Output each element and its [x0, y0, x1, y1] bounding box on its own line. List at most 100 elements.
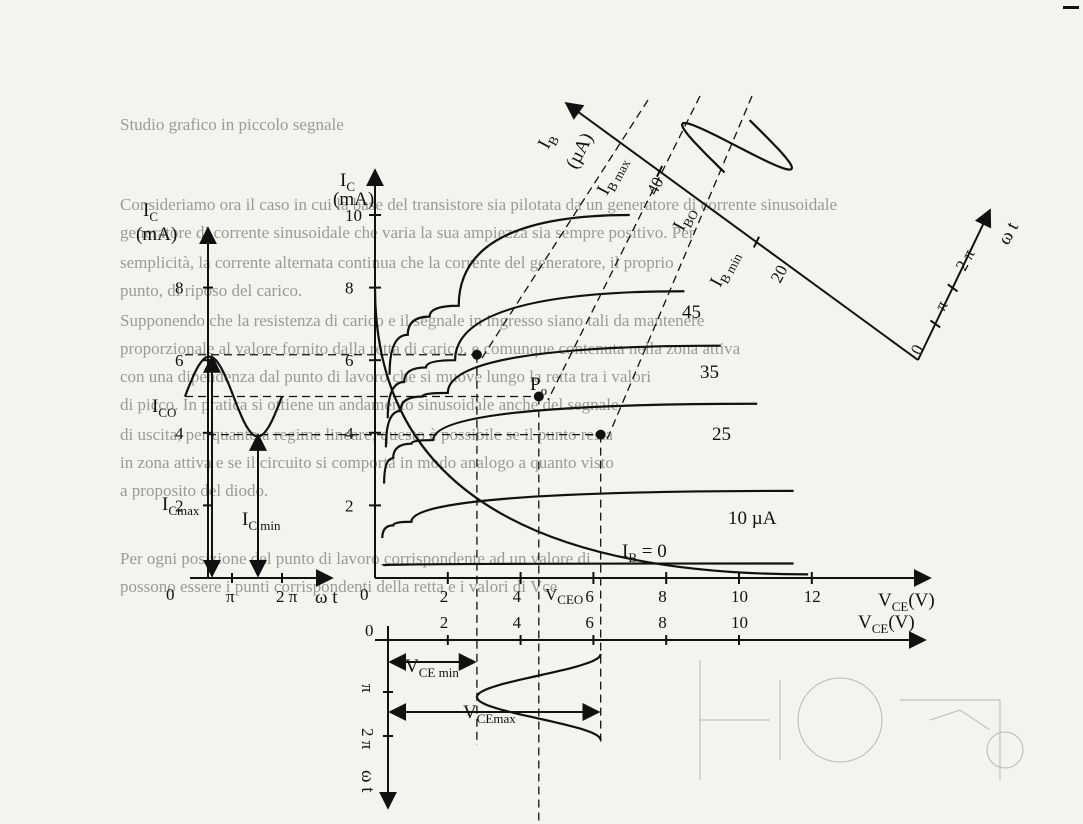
ic-axis-label: IC [340, 170, 355, 194]
bottom-vce-tick-label: 10 [731, 613, 748, 632]
ic-tick-label: 2 [345, 496, 354, 515]
ib-time-tick-2pi: 2 π [952, 246, 979, 274]
vce-tick-label: 12 [804, 587, 821, 606]
ib-tick-40: 40 [643, 174, 668, 198]
curve-label: 25 [712, 424, 731, 445]
ibmax-label: IB max [593, 152, 634, 200]
vceo-label: VCEO [545, 585, 583, 607]
left-ic-tick-label: 8 [175, 279, 184, 298]
output-chart-curves: 10 µA 25 35 45 IB = 0 [373, 213, 809, 576]
vce-tick-label: 2 [440, 587, 449, 606]
ic-tick-label: 10 [345, 206, 362, 225]
left-ic-label: IC [143, 200, 158, 224]
background-text-line: Supponendo che la resistenza di carico e… [120, 311, 704, 330]
ibmin-label: IB min [706, 246, 745, 292]
bottom-time-tick-label: 2 π [358, 728, 377, 750]
background-text-line: Consideriamo ora il caso in cui la base … [120, 195, 837, 214]
ib-tick-20: 20 [767, 262, 792, 286]
background-text-line: possono essere i punti corrispondenti de… [120, 577, 557, 596]
q-point-label: Po [530, 374, 547, 398]
bottom-vce-tick-label: 4 [513, 613, 522, 632]
left-ic-tick-label: 6 [175, 351, 184, 370]
bottom-time-label: ω t [357, 770, 378, 793]
input-chart [564, 101, 992, 361]
background-circuit-sketch [699, 660, 1024, 780]
ib-axis [564, 101, 919, 361]
background-text-line: Studio grafico in piccolo segnale [120, 115, 344, 134]
dashed-line [605, 95, 753, 443]
ic-axis-unit: (mA) [333, 189, 374, 210]
background-text-line: punto, di riposo del carico. [120, 281, 302, 300]
icmax-label: ICmax [162, 494, 200, 518]
ib-time-tick [947, 283, 959, 293]
ic-sine-wave [183, 355, 284, 438]
ib-sine-wave [680, 119, 794, 174]
background-text-line: con una dipendenza dal punto di lavoro c… [120, 367, 651, 386]
vcemax-label: VCEmax [463, 702, 516, 726]
background-text-line: a proposito del diodo. [120, 481, 268, 500]
left-ic-tick-label: 2 [175, 496, 184, 515]
background-text-line: Per ogni posizione del punto di lavoro c… [120, 549, 591, 568]
curve-label-ib0: IB = 0 [622, 541, 667, 565]
collector-curve [384, 344, 721, 448]
bottom-vce-tick-label: 2 [440, 613, 449, 632]
ib-axis-ticks [656, 165, 959, 329]
background-text-line: di picco. In pratica si ottiene un andam… [120, 395, 619, 414]
ib-axis-label: IB [534, 129, 562, 154]
collector-curve [386, 290, 685, 419]
bottom-vce-label: VCE(V) [858, 612, 915, 636]
background-text-line: semplicità, la corrente alternata contin… [120, 253, 674, 272]
bottom-origin-label: 0 [365, 621, 374, 640]
left-ic-unit: (mA) [136, 224, 177, 245]
curve-label: 45 [682, 302, 701, 323]
left-time-label: ω t [315, 587, 338, 608]
ico-label: ICO [152, 396, 176, 420]
left-origin-label: 0 [166, 585, 175, 604]
bottom-chart-axes [375, 626, 927, 810]
bottom-time-tick-label: π [358, 684, 377, 693]
bottom-vce-tick-label: 6 [585, 613, 594, 632]
ib-time-origin: 0 [907, 341, 928, 357]
load-line [373, 287, 809, 576]
ic-tick-label: 6 [345, 351, 354, 370]
icmin-label: IC min [242, 509, 281, 533]
background-text-line: in zona attiva e se il circuito si compo… [120, 453, 614, 472]
curve-label: 10 µA [728, 508, 777, 529]
ib-time-axis [917, 208, 992, 361]
ic-tick-label: 4 [345, 424, 354, 443]
left-time-tick-label: 2 π [276, 587, 298, 606]
left-ic-tick-label: 4 [175, 424, 184, 443]
collector-curve [381, 489, 794, 539]
left-time-tick-label: π [226, 587, 235, 606]
ib-axis-unit: (µA) [562, 130, 598, 173]
left-chart-arrows [203, 354, 267, 578]
corner-mark [1063, 6, 1079, 9]
bottom-vce-tick-label: 8 [658, 613, 667, 632]
ib-time-tick-pi: π [931, 297, 952, 314]
ib-time-label: ω t [994, 218, 1023, 248]
ib-tick [752, 236, 760, 248]
vce-axis-label: VCE(V) [878, 590, 935, 614]
vce-sine-wave [475, 653, 602, 741]
vce-tick-label: 10 [731, 587, 748, 606]
ic-tick-label: 8 [345, 279, 354, 298]
output-chart-axes [366, 168, 932, 587]
background-text-line: proporzionale al valore fornito dalla re… [120, 339, 741, 358]
collector-curve [388, 213, 630, 375]
bottom-chart-arrows [388, 653, 601, 721]
projection-dashed-lines [185, 95, 753, 822]
vce-tick-label: 8 [658, 587, 667, 606]
output-origin-label: 0 [360, 585, 369, 604]
vcemin-label: VCE min [405, 656, 459, 680]
vce-tick-label: 4 [513, 587, 522, 606]
curve-label: 35 [700, 362, 719, 383]
ibo-label: IBO [669, 203, 702, 236]
background-text-line: generatore di corrente sinusoidale che v… [120, 223, 695, 242]
ib-tick [656, 165, 664, 178]
collector-curve [381, 562, 794, 567]
bottom-chart-ticks: 2 4 6 8 10 π 2 π [358, 613, 748, 750]
dashed-line [547, 95, 701, 401]
background-page-text: Studio grafico in piccolo segnaleConside… [120, 115, 837, 596]
